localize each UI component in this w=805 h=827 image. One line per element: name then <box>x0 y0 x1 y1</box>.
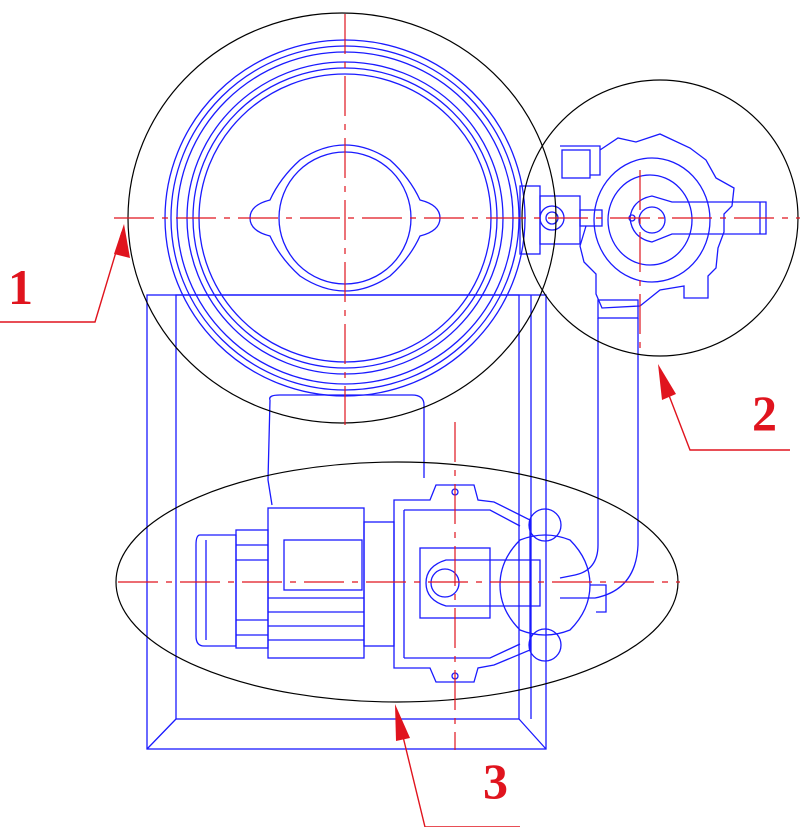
frame-inner <box>175 294 520 720</box>
arrow-2 <box>658 364 676 400</box>
pipe-inner <box>560 318 639 599</box>
motor-unit <box>195 484 607 683</box>
leader-1 <box>0 231 123 323</box>
pipe-outer <box>559 318 599 579</box>
arrow-1 <box>114 224 130 258</box>
valve-disc-outer <box>593 157 711 283</box>
shaft-end <box>425 559 541 607</box>
drum-support <box>267 394 425 506</box>
coupling-housing <box>393 484 531 683</box>
valve-assembly <box>519 133 767 599</box>
pump-port-bottom <box>528 628 562 662</box>
centerlines <box>114 14 800 750</box>
leader-2 <box>659 371 790 451</box>
arrow-3 <box>395 704 410 741</box>
callout-3: 3 <box>483 753 508 809</box>
motor-body <box>267 507 365 659</box>
terminal-box <box>283 539 363 591</box>
valve-handle <box>629 195 767 243</box>
callout-2: 2 <box>752 385 777 441</box>
valve-body <box>560 133 735 309</box>
callout-1: 1 <box>8 259 33 315</box>
base-frame <box>146 294 547 750</box>
leaders <box>0 224 790 827</box>
frame-outer <box>146 294 547 750</box>
pump-head <box>499 534 591 636</box>
pump-port-top <box>528 508 562 542</box>
motor-end-cap <box>195 534 237 647</box>
drum-hub-flange <box>249 144 441 292</box>
leader-3 <box>396 711 520 827</box>
valve-disc-inner <box>607 174 693 266</box>
